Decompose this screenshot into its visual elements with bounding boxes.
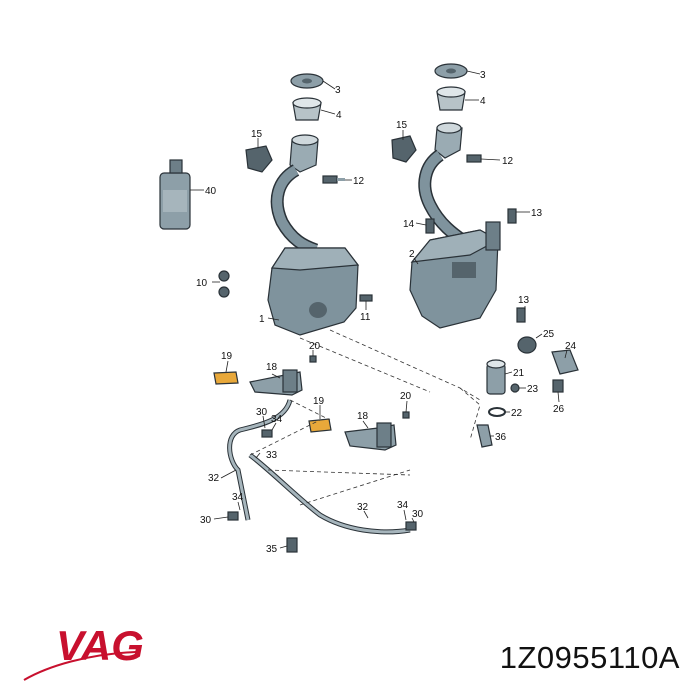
washer-reservoir-left <box>267 247 360 336</box>
callout-1: 1 <box>259 314 265 325</box>
highlight-part-19-right <box>308 418 332 433</box>
plug-26 <box>552 379 564 393</box>
gasket-right <box>434 63 468 79</box>
callout-13-lower: 13 <box>518 295 530 306</box>
grommet-25 <box>517 336 537 354</box>
callout-13-upper: 13 <box>531 208 543 219</box>
washer-nozzle-right <box>344 422 397 451</box>
part-number: 1Z0955110A <box>499 640 680 675</box>
callout-34-right: 34 <box>397 500 409 511</box>
level-sensor-right <box>391 135 417 163</box>
callout-26: 26 <box>553 404 565 415</box>
connector-24 <box>551 349 579 375</box>
washer-reservoir-right <box>409 221 501 329</box>
callout-3-right: 3 <box>480 70 486 81</box>
callout-labels: 3 4 15 12 40 10 1 11 19 20 18 30 34 33 3… <box>196 70 577 555</box>
vag-logo-text: VAG <box>56 622 144 669</box>
callout-34-left: 34 <box>271 414 283 425</box>
callout-3-left: 3 <box>335 85 341 96</box>
callout-11: 11 <box>360 312 371 323</box>
leader-lines <box>190 70 568 549</box>
callout-25: 25 <box>543 329 555 340</box>
callout-30-right: 30 <box>412 509 424 520</box>
callout-30-left: 30 <box>256 407 268 418</box>
filler-cap-right <box>436 86 466 111</box>
callout-18-right: 18 <box>357 411 369 422</box>
callout-34-lower: 34 <box>232 492 244 503</box>
reference-lines <box>249 329 481 506</box>
screw-20-right <box>402 411 410 419</box>
hose-lines-left <box>227 399 417 553</box>
bolt-left-12 <box>322 175 345 184</box>
seal-23 <box>510 383 520 393</box>
callout-4-left: 4 <box>336 110 342 121</box>
callout-30-lower: 30 <box>200 515 212 526</box>
callout-2: 2 <box>409 249 415 260</box>
screw-20-left <box>309 355 317 363</box>
washer-pump-21 <box>486 359 506 395</box>
callout-36: 36 <box>495 432 507 443</box>
callout-22: 22 <box>511 408 523 419</box>
callout-20-right: 20 <box>400 391 412 402</box>
callout-24: 24 <box>565 341 577 352</box>
seal-ring-22 <box>488 407 506 417</box>
callout-14: 14 <box>403 219 415 230</box>
callout-15-right: 15 <box>396 120 408 131</box>
vag-logo: VAG <box>23 622 144 681</box>
callout-32-right: 32 <box>357 502 369 513</box>
callout-15-left: 15 <box>251 129 263 140</box>
filler-neck-left <box>270 134 319 257</box>
callout-23: 23 <box>527 384 539 395</box>
callout-21: 21 <box>513 368 525 379</box>
callout-40: 40 <box>205 186 217 197</box>
callout-10: 10 <box>196 278 208 289</box>
callout-19-left: 19 <box>221 351 233 362</box>
level-sensor-left <box>245 145 273 173</box>
callout-12-right: 12 <box>502 156 514 167</box>
callout-33: 33 <box>266 450 278 461</box>
callout-18-left: 18 <box>266 362 278 373</box>
washer-nozzle-left <box>249 369 303 396</box>
callout-12-left: 12 <box>353 176 365 187</box>
bolt-right-13a <box>507 208 517 224</box>
bolt-right-12 <box>466 154 482 163</box>
elbow-36 <box>476 424 493 448</box>
highlight-part-19-left <box>213 371 239 385</box>
bolt-right-13b <box>516 307 526 323</box>
callout-20-left: 20 <box>309 341 321 352</box>
bolt-left-11 <box>359 294 373 302</box>
bolt-right-14 <box>425 218 435 234</box>
callout-4-right: 4 <box>480 96 486 107</box>
fluid-bottle <box>159 159 191 230</box>
callout-32-left: 32 <box>208 473 220 484</box>
callout-19-right: 19 <box>313 396 325 407</box>
callout-35: 35 <box>266 544 278 555</box>
clips-left-10 <box>218 270 230 298</box>
filler-cap-left <box>292 97 322 121</box>
gasket-left <box>290 73 324 89</box>
